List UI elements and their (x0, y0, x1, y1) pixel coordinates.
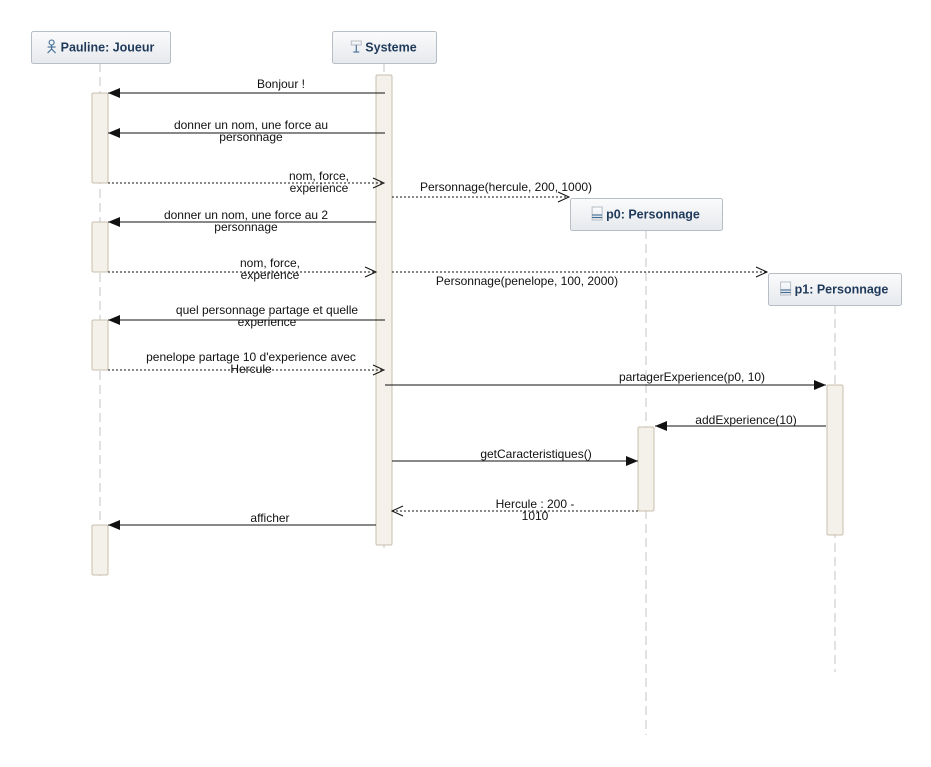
filled-arrowhead (626, 456, 638, 466)
message-8[interactable]: quel personnage partage et quelleexperie… (108, 303, 385, 329)
open-arrowhead (364, 266, 378, 278)
lifeline-title: p0: Personnage (606, 208, 700, 222)
open-arrowhead (755, 266, 769, 278)
activation-bar-p0 (637, 426, 655, 512)
message-4[interactable]: Personnage(hercule, 200, 1000) (392, 180, 592, 203)
activation-bar-joueur (91, 221, 109, 273)
message-3[interactable]: nom, force,experience (108, 169, 386, 195)
message-label: nom, force, (240, 256, 300, 270)
open-arrowhead (557, 191, 571, 203)
filled-arrowhead (655, 421, 667, 431)
filled-arrowhead (108, 520, 120, 530)
lifeline-head-p0[interactable]: p0: Personnage (570, 198, 723, 231)
lifeline-title: Systeme (365, 41, 416, 55)
filled-arrowhead (108, 217, 120, 227)
message-label: Hercule (230, 362, 272, 376)
message-label: afficher (250, 511, 289, 525)
activation-bar-systeme (375, 74, 393, 546)
message-label: Personnage(hercule, 200, 1000) (420, 180, 592, 194)
message-12[interactable]: getCaracteristiques() (392, 447, 638, 466)
lifeline-head-p1[interactable]: p1: Personnage (768, 273, 902, 306)
message-label: donner un nom, une force au 2 (164, 208, 328, 222)
message-1[interactable]: Bonjour ! (108, 77, 385, 98)
class-instance-icon (591, 206, 603, 221)
activation-bar-joueur (91, 92, 109, 184)
class-instance-icon (780, 281, 792, 296)
message-label: Hercule : 200 - (496, 497, 575, 511)
lifeline-head-systeme[interactable]: Systeme (332, 31, 437, 64)
message-label: getCaracteristiques() (480, 447, 591, 461)
message-9[interactable]: penelope partage 10 d'experience avecHer… (108, 350, 386, 376)
message-11[interactable]: addExperience(10) (655, 413, 826, 431)
message-label: donner un nom, une force au (174, 118, 328, 132)
filled-arrowhead (814, 380, 826, 390)
activation-bar-p1 (826, 384, 844, 536)
activation-bar-joueur (91, 524, 109, 576)
system-icon (350, 40, 362, 53)
message-label: nom, force, (289, 169, 349, 183)
message-10[interactable]: partagerExperience(p0, 10) (385, 370, 826, 390)
message-13[interactable]: Hercule : 200 -1010 (390, 497, 638, 523)
message-6[interactable]: nom, force,experience (108, 256, 378, 282)
open-arrowhead (372, 177, 386, 189)
open-arrowhead (390, 505, 404, 517)
message-label: personnage (214, 220, 278, 234)
open-arrowhead (372, 364, 386, 376)
message-label: experience (238, 315, 297, 329)
message-label: personnage (219, 130, 283, 144)
message-label: penelope partage 10 d'experience avec (146, 350, 356, 364)
lifeline-head-joueur[interactable]: Pauline: Joueur (31, 31, 171, 64)
message-label: experience (241, 268, 300, 282)
message-label: experience (290, 181, 349, 195)
message-label: addExperience(10) (695, 413, 796, 427)
filled-arrowhead (108, 128, 120, 138)
lifeline-title: p1: Personnage (795, 283, 889, 297)
message-label: 1010 (522, 509, 549, 523)
message-label: quel personnage partage et quelle (176, 303, 358, 317)
message-label: Personnage(penelope, 100, 2000) (436, 274, 618, 288)
message-14[interactable]: afficher (108, 511, 376, 530)
message-7[interactable]: Personnage(penelope, 100, 2000) (392, 266, 769, 288)
message-label: partagerExperience(p0, 10) (619, 370, 765, 384)
activation-bar-joueur (91, 319, 109, 371)
filled-arrowhead (108, 315, 120, 325)
lifeline-title: Pauline: Joueur (61, 41, 155, 55)
actor-icon (47, 39, 56, 54)
message-label: Bonjour ! (257, 77, 305, 91)
filled-arrowhead (108, 88, 120, 98)
